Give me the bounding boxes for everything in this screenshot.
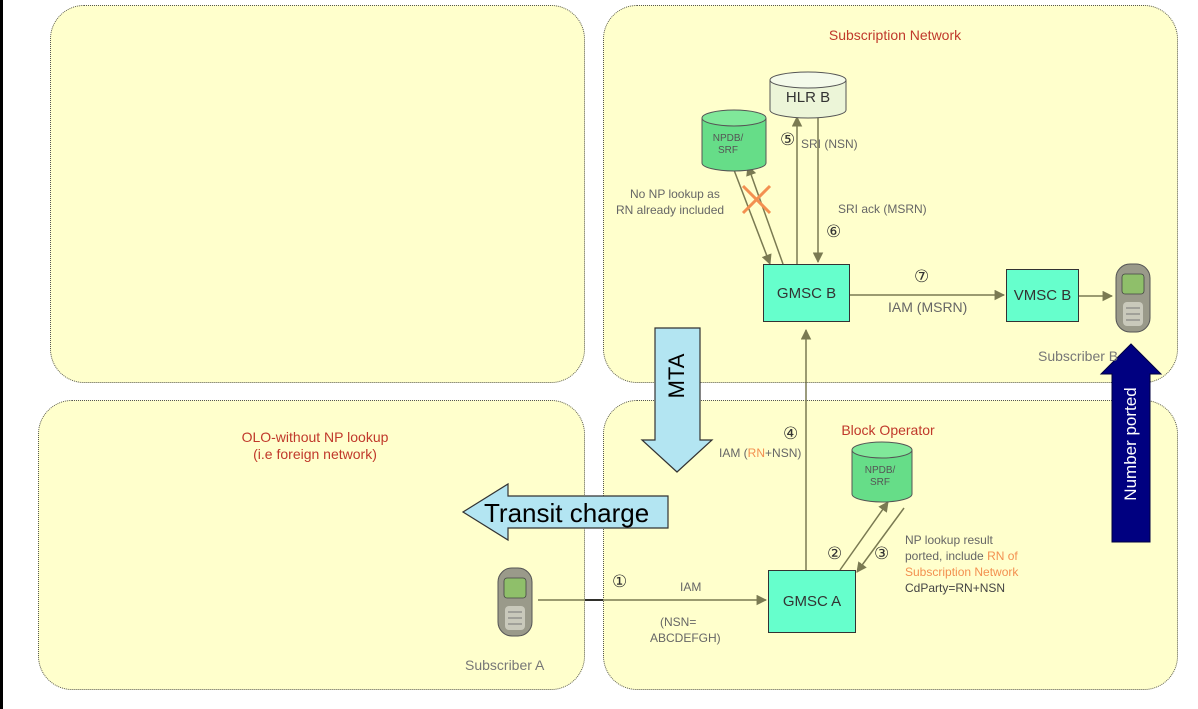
no-np-lookup-line1: No NP lookup as (630, 187, 720, 201)
np-result-line1: NP lookup result (905, 533, 993, 547)
sri-ack-label: SRI ack (MSRN) (838, 202, 927, 216)
transit-charge-arrow (461, 482, 669, 542)
hlr-b-cylinder (769, 71, 847, 119)
step-6: ⑥ (826, 222, 842, 241)
npdb-a-query-line (839, 501, 889, 571)
no-np-lookup-line2: RN already included (616, 203, 725, 217)
np-result-rn-highlight: RN of (987, 549, 1018, 563)
iam-msrn-label: IAM (MSRN) (888, 299, 968, 315)
iam-rn-highlight: RN (747, 446, 766, 460)
cross-x-2 (741, 184, 772, 215)
vmsc-b-node: VMSC B (1006, 269, 1079, 322)
mta-arrow (640, 327, 714, 473)
np-result-line2-text: ported, include (905, 549, 988, 563)
npdb-b-label: NPDB/ SRF (712, 133, 744, 156)
subscriber-b-phone (1115, 263, 1151, 333)
npdb-b-cylinder (701, 109, 767, 172)
iam-rn-nsn-label: IAM (RN+NSN) (719, 446, 801, 460)
npdb-b-query-line (746, 165, 784, 265)
iam-label: IAM (680, 580, 702, 594)
mta-label: MTA (664, 353, 689, 399)
gmsc-a-node: GMSC A (768, 570, 856, 633)
subscriber-a-label: Subscriber A (465, 657, 545, 673)
npdb-a-cylinder (851, 441, 913, 503)
nsn-label-line2: ABCDEFGH) (650, 631, 721, 645)
np-result-line2: ported, include RN of (905, 549, 1018, 563)
olo-title-line2: (i.e foreign network) (253, 446, 377, 462)
step-3: ③ (874, 544, 890, 563)
nsn-label-line1: (NSN= (660, 615, 697, 629)
subscriber-a-phone (497, 567, 533, 637)
step-2: ② (827, 544, 843, 563)
npdb-b-response-line (733, 169, 772, 265)
transit-charge-label: Transit charge (484, 498, 650, 528)
np-result-line3: Subscription Network (905, 565, 1019, 579)
gmsc-b-node: GMSC B (763, 264, 850, 322)
iam-rn-prefix: IAM ( (719, 446, 748, 460)
step-5: ⑤ (780, 130, 796, 149)
step-7: ⑦ (914, 267, 930, 286)
subscriber-b-label: Subscriber B (1038, 348, 1119, 364)
olo-title-line1: OLO-without NP lookup (241, 429, 389, 445)
np-result-line4: CdParty=RN+NSN (905, 581, 1006, 595)
step-1: ① (612, 572, 628, 591)
hlr-b-label: HLR B (785, 89, 831, 106)
iam-rn-suffix: +NSN) (765, 446, 802, 460)
number-ported-arrow (1099, 343, 1163, 543)
subscription-network-title: Subscription Network (828, 27, 962, 43)
npdb-a-label: NPDB/ SRF (864, 465, 896, 488)
block-operator-title: Block Operator (841, 422, 935, 438)
sri-label: SRI (NSN) (801, 137, 858, 151)
number-ported-label: Number ported (1121, 387, 1140, 501)
frame-edge (0, 0, 3, 709)
npdb-a-response-line (856, 507, 905, 573)
region-olo-network (38, 400, 585, 690)
step-4: ④ (783, 424, 799, 443)
region-subscription-network (603, 5, 1178, 383)
region-top-left-empty (50, 5, 585, 383)
